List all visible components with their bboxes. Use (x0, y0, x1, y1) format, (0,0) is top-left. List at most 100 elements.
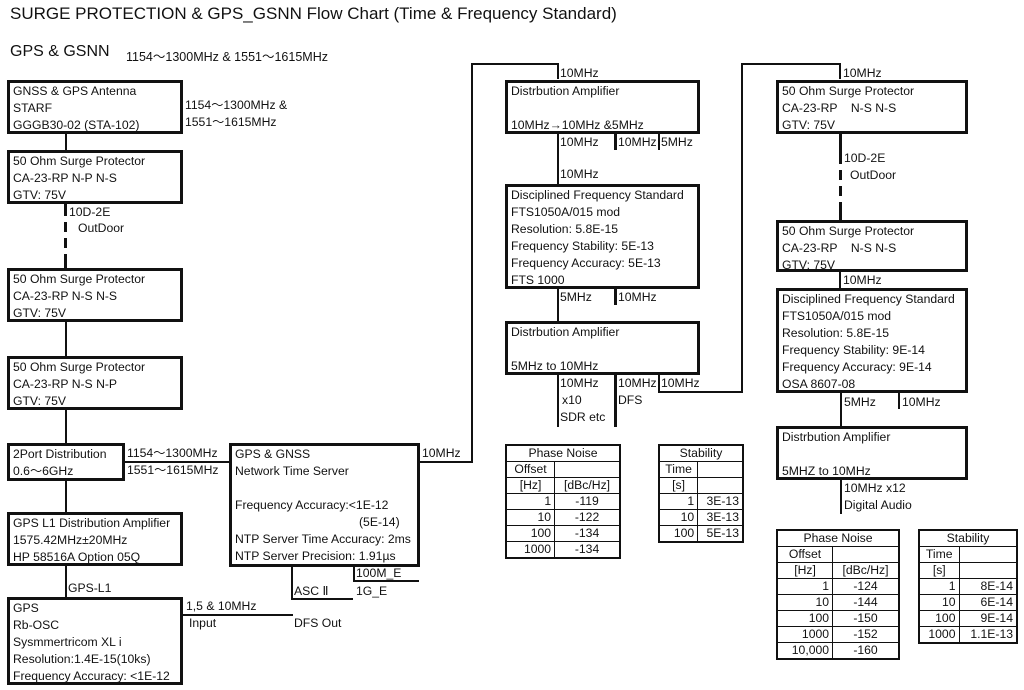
right-surge-protector-2-box: 50 Ohm Surge Protector CA-23-RP N-S N-S … (776, 220, 968, 272)
cable-dash (64, 222, 67, 232)
connector-line (65, 322, 67, 356)
network-time-server-box: GPS & GNSS Network Time Server Frequency… (229, 443, 420, 567)
box-line (235, 480, 417, 497)
rb-out-label: 1,5 & 10MHz (186, 599, 257, 613)
box-line: OSA 8607-08 (782, 377, 856, 391)
right-dfs-out-label-1: 5MHz (844, 395, 876, 409)
table-row: 100-150 (776, 610, 900, 627)
box-line: Resolution: 5.8E-15 (782, 326, 890, 340)
column-header: [s] (918, 562, 960, 579)
right-dfs-out-label-2: 10MHz (902, 395, 941, 409)
dist-amp2-out1-use: SDR etc (560, 410, 606, 424)
surge-protector-3-box: 50 Ohm Surge Protector CA-23-RP N-S N-P … (7, 356, 183, 410)
box-line: 50 Ohm Surge Protector (782, 224, 915, 238)
column-header: [Hz] (505, 477, 556, 494)
connector-line (658, 134, 660, 150)
gnss-antenna-box: GNSS & GPS Antenna STARF GGGB30-02 (STA-… (7, 80, 183, 134)
box-line: Distrbution Amplifier (511, 325, 620, 339)
box-line: 5MHz to 10MHz (511, 359, 599, 373)
box-line: Frequency Accuracy: 9E-14 (782, 360, 932, 374)
dist-amp2-out2-label: 10MHz (618, 376, 657, 390)
connector-line (840, 393, 842, 426)
connector-line (839, 63, 841, 79)
box-line: Resolution: 5.8E-15 (511, 222, 619, 236)
port-100m-label: 100M_E (356, 566, 402, 580)
connector-line (471, 63, 558, 65)
connector-line (839, 134, 842, 164)
box-line: GPS & GNSS (235, 447, 311, 461)
box-line: Distrbution Amplifier (782, 430, 891, 444)
table-title: Phase Noise (505, 444, 621, 462)
table-row: 1-119 (505, 493, 621, 510)
cable-dash (839, 202, 842, 220)
column-header: Time (658, 461, 699, 478)
table-row: 10-144 (776, 594, 900, 611)
box-line: GTV: 75V (782, 258, 836, 272)
surge-protector-2-box: 50 Ohm Surge Protector CA-23-RP N-S N-S … (7, 268, 183, 322)
connector-line (741, 63, 840, 65)
dist-amp2-out3-label: 10MHz (661, 376, 700, 390)
box-line: 0.6～6GHz (13, 464, 74, 478)
box-line: Sysmmertricom XL i (13, 635, 122, 649)
connector-line (65, 566, 67, 597)
dfs-out-label: DFS Out (294, 616, 342, 630)
box-line: (5E-14) (359, 515, 400, 529)
box-line: Frequency Accuracy:<1E-12 (235, 498, 389, 512)
box-line: NTP Server Precision: 1.91µs (235, 549, 396, 563)
column-header (958, 546, 1018, 563)
box-line: CA-23-RP N-S N-S (782, 241, 897, 255)
connector-line (839, 272, 841, 289)
connector-line (840, 480, 842, 514)
box-line: STARF (13, 101, 53, 115)
connector-line (658, 391, 742, 393)
table-row: 1-124 (776, 578, 900, 595)
distribution-amplifier-1-box: Distrbution Amplifier 10MHz→10MHz &5MHz (505, 80, 700, 134)
connector-line (741, 63, 743, 393)
box-line: FTS1050A/015 mod (782, 309, 892, 323)
distribution-out-label-2: 1551～1615MHz (127, 463, 219, 477)
right-dist-amp-out-label: 10MHz x12 (844, 481, 906, 495)
phase-noise-table-2: Phase Noise Offset [Hz][dBc/Hz] 1-124 10… (776, 529, 900, 660)
connector-line (471, 63, 473, 463)
column-header: Offset (505, 461, 556, 478)
dfs1-out-label-1: 5MHz (560, 290, 592, 304)
dfs-in-label: 10MHz (560, 167, 599, 181)
antenna-freq-label-2: 1551～1615MHz (185, 115, 277, 129)
connector-line (353, 580, 419, 582)
column-header (697, 477, 744, 494)
page-title: SURGE PROTECTION & GPS_GSNN Flow Chart (… (10, 4, 617, 23)
box-line: Frequency Stability: 5E-13 (511, 239, 654, 253)
cable-dash (64, 238, 67, 248)
box-line: GGGB30-02 (STA-102) (13, 118, 140, 132)
middle-in-label: 10MHz (560, 66, 599, 80)
box-line: 50 Ohm Surge Protector (13, 272, 146, 286)
section-title: GPS & GSNN (10, 43, 110, 60)
connector-line (64, 204, 67, 216)
box-line: CA-23-RP N-P N-S (13, 171, 117, 185)
box-line: CA-23-RP N-S N-P (13, 377, 118, 391)
box-line: Frequency Accuracy: <1E-12 (13, 669, 170, 683)
connector-line (291, 598, 353, 600)
distribution-out-label-1: 1154～1300MHz (127, 446, 218, 460)
box-line: GPS L1 Distribution Amplifier (13, 516, 171, 530)
right-in-label: 10MHz (843, 66, 882, 80)
box-line: 10MHz→10MHz &5MHz (511, 118, 644, 132)
connector-line (65, 410, 67, 443)
table-row: 10,000-160 (776, 642, 900, 660)
box-line (782, 446, 965, 463)
cable-dash (839, 186, 842, 196)
column-header (554, 461, 621, 478)
connector-line (353, 567, 355, 581)
column-header (958, 562, 1018, 579)
cable-dash (64, 254, 67, 268)
column-header: Time (918, 546, 960, 563)
distribution-amplifier-2-box: Distrbution Amplifier 5MHz to 10MHz (505, 321, 700, 375)
column-header: [s] (658, 477, 699, 494)
port-1g-label: 1G_E (356, 584, 388, 598)
